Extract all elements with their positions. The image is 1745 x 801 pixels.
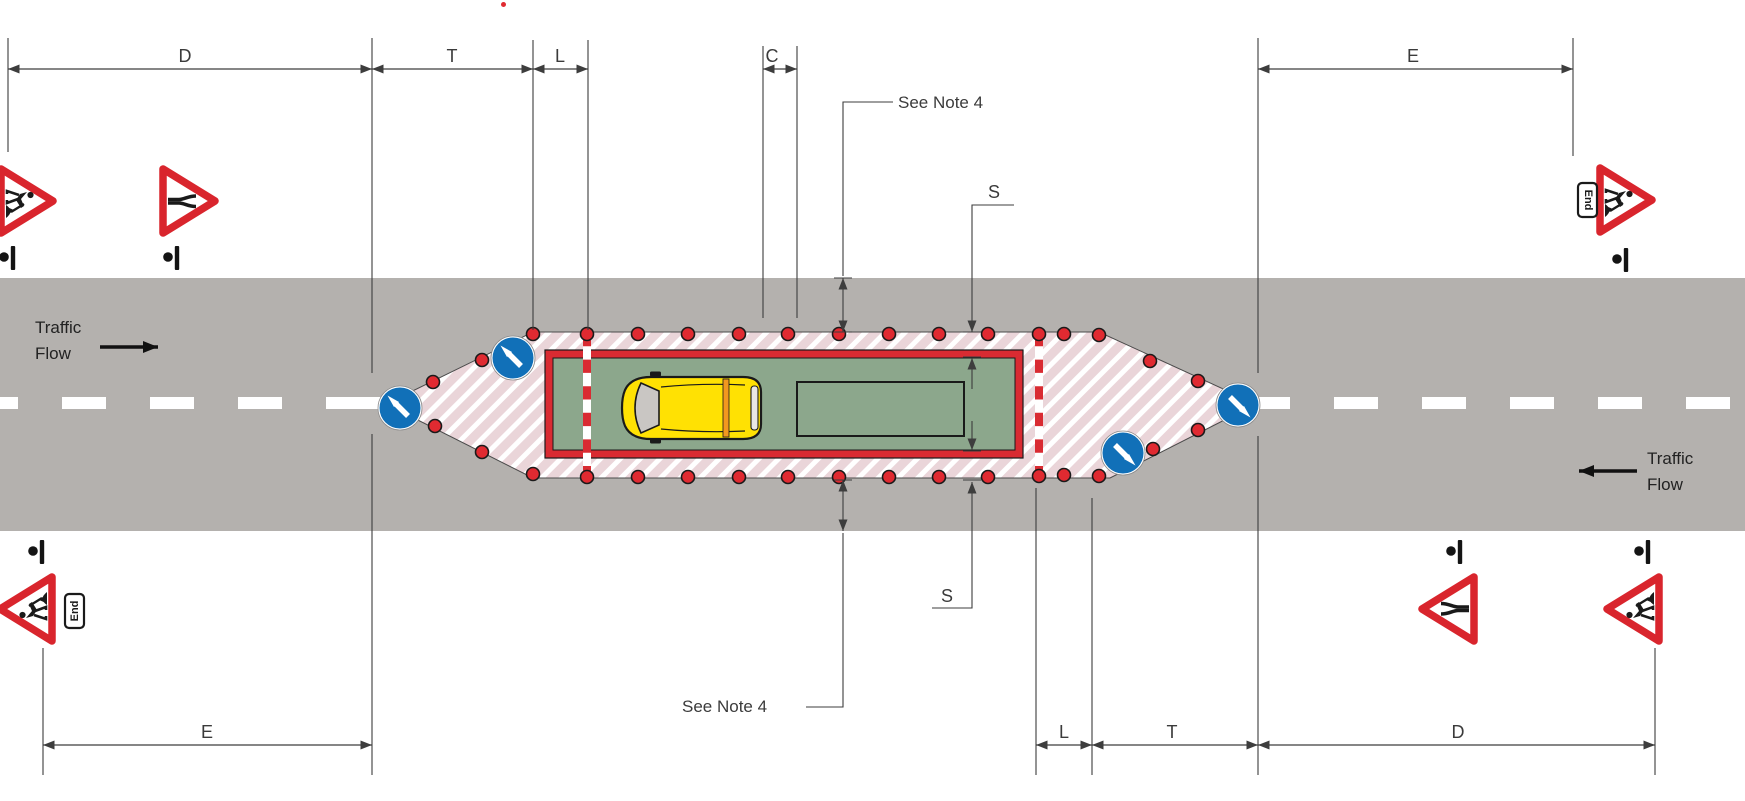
sign-post-icon	[1446, 540, 1463, 564]
keep-arrow-sign-left-taper	[491, 336, 535, 380]
dim-label-l-top: L	[554, 46, 566, 66]
traffic-flow-label-right: Traffic Flow	[1647, 446, 1693, 498]
van-windshield	[634, 381, 660, 435]
roadworks-sign-top-left	[1, 169, 53, 233]
road-narrows-sign-top-left	[163, 169, 215, 233]
materials-storage-rect	[796, 381, 965, 437]
clearance-label-s-bottom: S	[940, 586, 954, 606]
end-plate-text: End	[69, 601, 81, 622]
traffic-flow-label-left: Traffic Flow	[35, 315, 81, 367]
traffic-flow-line1: Traffic	[1647, 449, 1694, 468]
works-van	[620, 371, 763, 444]
traffic-flow-line1: Traffic	[35, 318, 82, 337]
dim-label-e-bottom: E	[200, 722, 214, 742]
dim-label-d-top: D	[178, 46, 192, 66]
roadworks-sign-top-right	[1600, 168, 1652, 232]
dim-label-t-bottom: T	[1166, 722, 1178, 742]
cones	[425, 326, 1206, 485]
end-plate-bottom-left: End	[63, 592, 86, 630]
roadworks-sign-bottom-left	[0, 577, 52, 641]
dim-label-e-top: E	[1406, 46, 1420, 66]
sign-post-icon	[28, 540, 45, 564]
sign-post-icon	[163, 246, 180, 270]
dim-label-t-top: T	[446, 46, 458, 66]
sign-post-icon	[1612, 248, 1629, 272]
keep-arrow-sign-right-tip	[1216, 383, 1260, 427]
see-note-4-bottom: See Note 4	[682, 697, 768, 716]
sign-post-icon	[1634, 540, 1651, 564]
road-narrows-sign-bottom-right	[1422, 577, 1474, 641]
roadworks-sign-bottom-right	[1607, 577, 1659, 641]
working-space	[544, 349, 1024, 459]
end-plate-top-right: End	[1576, 181, 1599, 219]
clearance-label-s-top: S	[987, 182, 1001, 202]
stray-red-dot	[501, 2, 506, 7]
road-centerline-left	[0, 397, 386, 409]
road-centerline-right	[1246, 397, 1745, 409]
dim-label-c-top: C	[765, 46, 779, 66]
dim-label-l-bottom: L	[1058, 722, 1070, 742]
dim-label-d-bottom: D	[1451, 722, 1465, 742]
traffic-flow-line2: Flow	[1647, 475, 1683, 494]
see-note-4-top: See Note 4	[898, 93, 984, 112]
keep-arrow-sign-left-tip	[378, 386, 422, 430]
sign-post-icon	[0, 246, 16, 270]
end-plate-text: End	[1582, 190, 1594, 211]
leaders-and-arrows	[806, 101, 1014, 708]
extension-lines	[7, 38, 1656, 775]
traffic-flow-line2: Flow	[35, 344, 71, 363]
keep-arrow-sign-right-taper	[1101, 431, 1145, 475]
